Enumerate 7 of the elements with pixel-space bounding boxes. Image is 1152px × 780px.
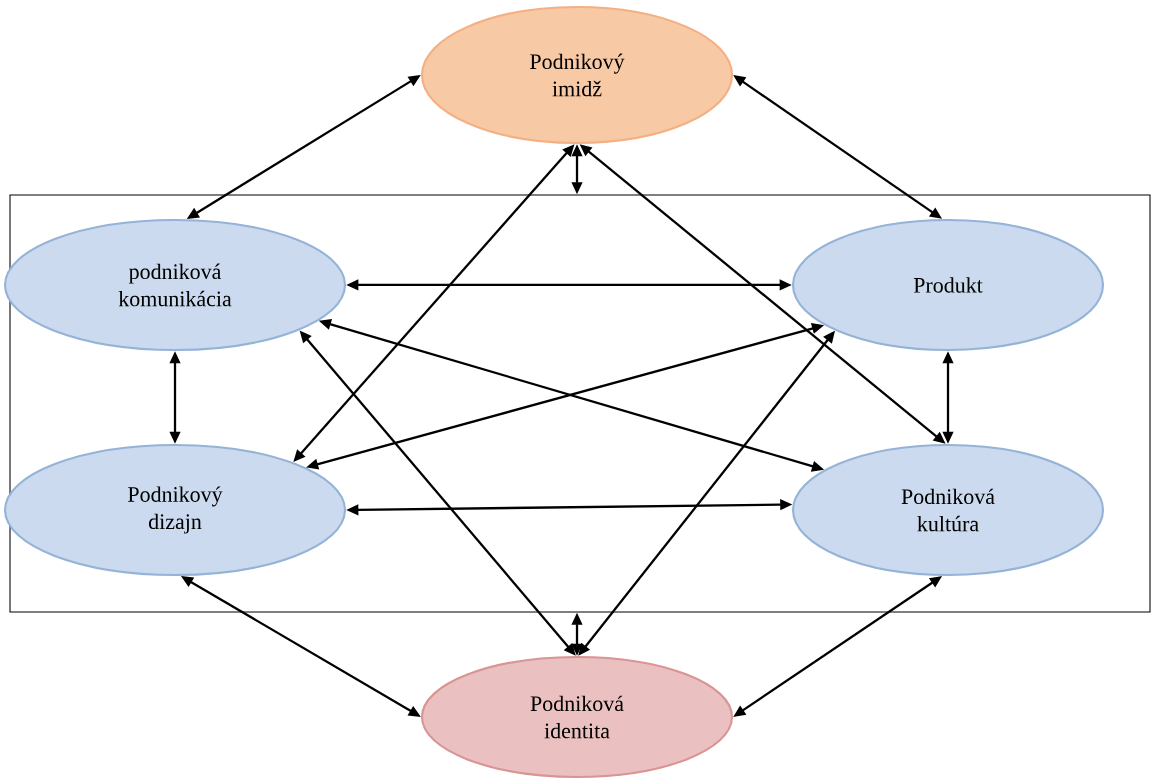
ellipse-node: Podnikový dizajn <box>3 443 347 577</box>
ellipse-node: Podnikový imidž <box>420 5 734 145</box>
ellipse-node: Podniková kultúra <box>791 443 1105 577</box>
frame-box <box>9 194 1151 613</box>
ellipse-node: podniková komunikácia <box>3 218 347 352</box>
ellipse-node: Produkt <box>791 218 1105 352</box>
ellipse-node: Podniková identita <box>420 655 734 779</box>
